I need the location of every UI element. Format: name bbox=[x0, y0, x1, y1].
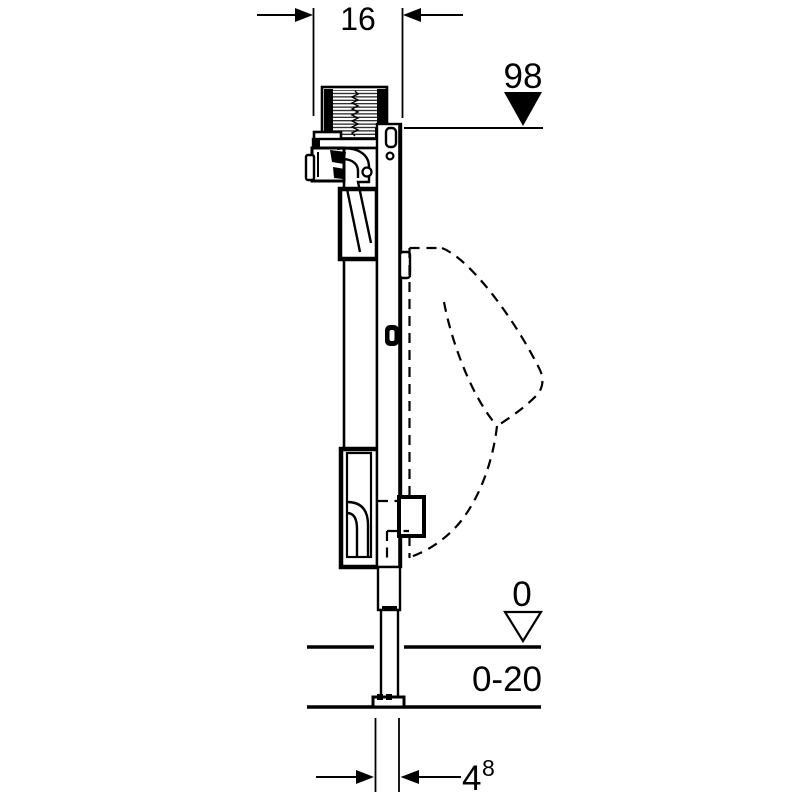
dim-label-4-sup: 8 bbox=[482, 755, 495, 781]
arrowhead-left-icon bbox=[403, 8, 421, 22]
supply-box-left-bar bbox=[324, 89, 333, 139]
urinal-rim-inner bbox=[442, 301, 498, 427]
valve-seal-upper bbox=[330, 150, 346, 164]
drain-pipe-inner-wall bbox=[346, 511, 359, 556]
flush-pipe-inner-wall bbox=[336, 158, 362, 253]
drain-pipe-outer-wall bbox=[346, 500, 370, 556]
urinal-rim-outer bbox=[441, 246, 544, 427]
rail-hole bbox=[385, 151, 395, 161]
arrowhead-right-icon bbox=[356, 770, 374, 784]
supply-box-right-bar bbox=[377, 89, 386, 127]
urinal-dashed-outline bbox=[408, 246, 544, 559]
dim-label-16: 16 bbox=[340, 1, 376, 37]
frame-top-bracket-cap bbox=[313, 139, 320, 148]
zero-level-marker: 0 bbox=[503, 575, 543, 644]
leg-inner-tube bbox=[379, 608, 400, 699]
floor-range-label: 0-20 bbox=[472, 660, 542, 699]
level-label-0: 0 bbox=[512, 575, 531, 614]
valve-seal-lower bbox=[333, 167, 345, 179]
frame-body bbox=[304, 137, 382, 570]
foot-bolt bbox=[377, 694, 383, 700]
level-label-98: 98 bbox=[504, 57, 543, 96]
flush-pipe-outer-wall bbox=[336, 147, 373, 244]
upper-level-marker-98: 98 bbox=[404, 57, 543, 129]
flush-valve-tab bbox=[304, 153, 316, 182]
supply-box-zigzag bbox=[350, 90, 360, 137]
urinal-bowl-bottom bbox=[410, 425, 499, 559]
dim-label-4: 4 bbox=[462, 759, 481, 798]
rail-mid-slot-slit bbox=[389, 330, 395, 341]
level-marker-filled-icon bbox=[504, 92, 542, 126]
arrowhead-right-icon bbox=[295, 8, 313, 22]
mounting-rail bbox=[375, 122, 426, 569]
frame-leg bbox=[371, 565, 406, 709]
floor-lines bbox=[307, 645, 541, 709]
leg-outer-tube bbox=[376, 565, 402, 612]
dimension-top-width: 16 bbox=[257, 1, 463, 118]
hidden-drain-connectors bbox=[378, 499, 409, 558]
outlet-connection-box bbox=[397, 495, 426, 538]
foot-bolt bbox=[386, 694, 392, 700]
flush-pipe-connector bbox=[361, 166, 373, 178]
dimension-foot-depth: 4 8 bbox=[316, 718, 495, 798]
rail-top-slot bbox=[384, 126, 398, 149]
level-marker-open-icon bbox=[503, 610, 543, 644]
arrowhead-left-icon bbox=[400, 770, 419, 784]
